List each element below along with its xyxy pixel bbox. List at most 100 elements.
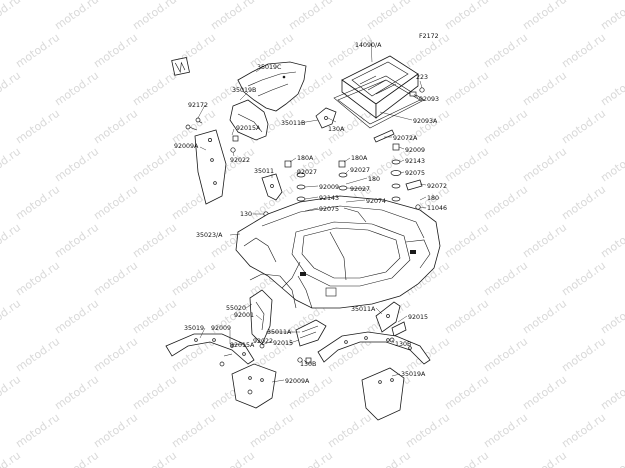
watermark-text: motod.ru bbox=[559, 183, 608, 223]
label-35011: 35011 bbox=[254, 168, 274, 175]
label-92015-bottom: 92015 bbox=[273, 340, 293, 347]
watermark-text: motod.ru bbox=[13, 411, 62, 451]
label-92075-middle: 92075 bbox=[319, 206, 339, 213]
label-92075-right: 92075 bbox=[405, 170, 425, 177]
watermark-text: motod.ru bbox=[559, 335, 608, 375]
hardware-stack-right bbox=[390, 143, 423, 210]
watermark-text: motod.ru bbox=[520, 221, 569, 261]
watermark-text: motod.ru bbox=[520, 145, 569, 185]
storage-box-14090A bbox=[341, 55, 419, 119]
watermark-text: motod.ru bbox=[325, 411, 374, 451]
watermark-text: motod.ru bbox=[0, 373, 23, 413]
watermark-text: motod.ru bbox=[520, 297, 569, 337]
watermark-text: motod.ru bbox=[91, 31, 140, 71]
watermark-text: motod.ru bbox=[286, 449, 335, 468]
label-92022-top: 92022 bbox=[230, 157, 250, 164]
watermark-text: motod.ru bbox=[169, 259, 218, 299]
watermark-text: motod.ru bbox=[130, 69, 179, 109]
label-180A-left: 180A bbox=[297, 155, 314, 162]
hardware-bottom bbox=[223, 337, 395, 395]
watermark-text: motod.ru bbox=[481, 183, 530, 223]
watermark-text: motod.ru bbox=[52, 373, 101, 413]
watermark-text: motod.ru bbox=[0, 221, 23, 261]
flap-35019B bbox=[229, 99, 269, 141]
watermark-text: motod.ru bbox=[598, 145, 625, 185]
watermark-text: motod.ru bbox=[598, 221, 625, 261]
watermark-text: motod.ru bbox=[91, 411, 140, 451]
label-14090A: 14090/A bbox=[355, 42, 382, 49]
label-92027-middle: 92027 bbox=[350, 167, 370, 174]
watermark-text: motod.ru bbox=[442, 449, 491, 468]
watermark-text: motod.ru bbox=[130, 373, 179, 413]
label-92093A: 92093A bbox=[413, 118, 438, 125]
grommets-180A bbox=[284, 160, 346, 168]
watermark-text: motod.ru bbox=[442, 69, 491, 109]
gasket-92093A bbox=[333, 75, 425, 129]
label-92074: 92074 bbox=[366, 198, 386, 205]
watermark-text: motod.ru bbox=[559, 31, 608, 71]
watermark-text: motod.ru bbox=[130, 221, 179, 261]
watermark-text: motod.ru bbox=[481, 335, 530, 375]
watermark-text: motod.ru bbox=[364, 449, 413, 468]
label-92093: 92093 bbox=[419, 96, 439, 103]
watermark-text: motod.ru bbox=[130, 145, 179, 185]
label-11046: 11046 bbox=[427, 205, 447, 212]
watermark-text: motod.ru bbox=[0, 145, 23, 185]
hardware-stack-middle bbox=[296, 172, 348, 214]
watermark-text: motod.ru bbox=[52, 297, 101, 337]
label-92009-bottom: 92009 bbox=[211, 325, 231, 332]
label-92027-left: 92027 bbox=[297, 169, 317, 176]
watermark-text: motod.ru bbox=[130, 297, 179, 337]
watermark-text: motod.ru bbox=[169, 411, 218, 451]
bracket-35011A-bottom bbox=[295, 319, 327, 347]
watermark-text: motod.ru bbox=[52, 0, 101, 32]
label-130B-bottom: 130B bbox=[300, 361, 316, 368]
figure-code: F2172 bbox=[419, 33, 439, 40]
label-92022-bottom: 92022 bbox=[253, 338, 273, 345]
label-180-right: 180 bbox=[427, 195, 439, 202]
watermark-text: motod.ru bbox=[559, 411, 608, 451]
watermark-text: motod.ru bbox=[559, 107, 608, 147]
watermark-text: motod.ru bbox=[481, 107, 530, 147]
label-130B-right: 130B bbox=[395, 341, 411, 348]
watermark-text: motod.ru bbox=[442, 221, 491, 261]
watermark-text: motod.ru bbox=[598, 297, 625, 337]
part-number-labels: F2172 35019C 35019B 14090/A 223 92093 92… bbox=[174, 33, 447, 385]
watermark-text: motod.ru bbox=[0, 297, 23, 337]
watermark-text: motod.ru bbox=[598, 373, 625, 413]
watermark-text: motod.ru bbox=[247, 411, 296, 451]
label-35011A-right: 35011A bbox=[351, 306, 376, 313]
watermark-text: motod.ru bbox=[559, 259, 608, 299]
watermark-text: motod.ru bbox=[286, 0, 335, 32]
bracket-35011A-right bbox=[375, 301, 407, 337]
label-35019B: 35019B bbox=[232, 87, 256, 94]
label-92009A-bottom: 92009A bbox=[285, 378, 310, 385]
watermark-text: motod.ru bbox=[52, 221, 101, 261]
watermark-text: motod.ru bbox=[442, 297, 491, 337]
watermark-text: motod.ru bbox=[403, 411, 452, 451]
label-223: 223 bbox=[416, 74, 428, 81]
watermark-text: motod.ru bbox=[52, 449, 101, 468]
label-130A: 130A bbox=[328, 126, 345, 133]
mudguard-left-35019 bbox=[165, 333, 255, 367]
watermark-text: motod.ru bbox=[91, 335, 140, 375]
watermark-text: motod.ru bbox=[481, 411, 530, 451]
label-92143-right: 92143 bbox=[405, 158, 425, 165]
watermark-text: motod.ru bbox=[208, 449, 257, 468]
watermark-text: motod.ru bbox=[442, 145, 491, 185]
bracket-35011B bbox=[315, 107, 337, 129]
watermark-text: motod.ru bbox=[0, 0, 23, 32]
label-92072A: 92072A bbox=[393, 135, 418, 142]
watermark-text: motod.ru bbox=[598, 0, 625, 32]
label-92027-lower: 92027 bbox=[350, 186, 370, 193]
watermark-text: motod.ru bbox=[13, 259, 62, 299]
label-35011A-bottom: 35011A bbox=[267, 329, 292, 336]
label-35019: 35019 bbox=[184, 325, 204, 332]
label-92001: 92001 bbox=[234, 312, 254, 319]
watermark-text: motod.ru bbox=[52, 145, 101, 185]
watermark-text: motod.ru bbox=[13, 107, 62, 147]
label-92172: 92172 bbox=[188, 102, 208, 109]
watermark-text: motod.ru bbox=[130, 449, 179, 468]
watermark-text: motod.ru bbox=[442, 0, 491, 32]
